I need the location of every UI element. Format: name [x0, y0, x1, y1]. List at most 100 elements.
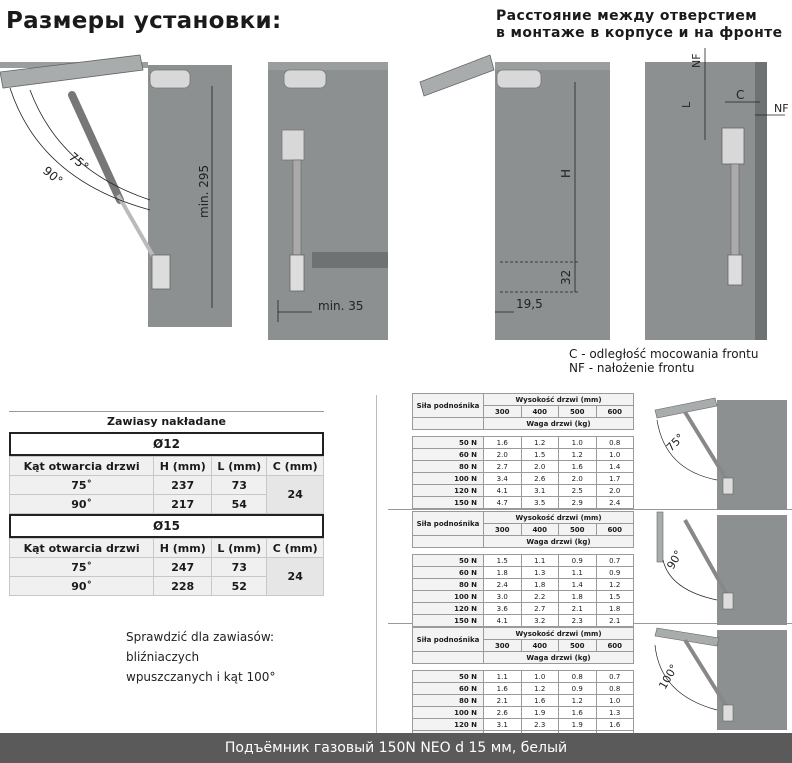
divider	[388, 509, 792, 510]
spacer	[413, 430, 634, 437]
weight-value: 0.9	[595, 566, 634, 579]
thumbnail-90: 90°	[656, 511, 787, 625]
blank-cell	[412, 651, 484, 664]
weight-value: 3.1	[483, 718, 522, 731]
table-row: 90˚ 228 52	[8, 576, 324, 596]
weight-value: 1.2	[595, 578, 634, 591]
height-col: 300	[483, 523, 522, 536]
weight-value: 0.9	[558, 682, 597, 695]
col-c: C (mm)	[266, 538, 324, 558]
page-title: Размеры установки:	[6, 8, 282, 34]
height-col: 500	[558, 639, 597, 652]
force-value: 60 N	[412, 682, 484, 695]
thumbnail-75: 75°	[654, 397, 787, 510]
height-col: 400	[520, 523, 559, 536]
table-row: Waga drzwi (kg)	[412, 651, 634, 664]
weight-value: 1.5	[595, 590, 634, 603]
weight-value: 2.5	[558, 484, 597, 497]
weight-value: 1.8	[483, 566, 522, 579]
col-angle: Kąt otwarcia drzwi	[8, 538, 155, 558]
col-h: H (mm)	[153, 538, 213, 558]
force-header: Siła podnośnika	[412, 627, 484, 652]
col-h: H (mm)	[153, 456, 213, 476]
note-line2: bliźniaczych	[126, 650, 200, 664]
weight-header: Waga drzwi (kg)	[483, 417, 634, 430]
force-value: 120 N	[412, 602, 484, 615]
weight-value: 2.7	[483, 460, 522, 473]
diagram-opening-angles: 90° 75° min. 295	[0, 54, 232, 327]
dim-19-5-label: 19,5	[516, 297, 543, 311]
thumb-angle-75: 75°	[664, 431, 687, 454]
hinge-table-group-12: Kąt otwarcia drzwi H (mm) L (mm) C (mm) …	[8, 456, 324, 514]
cell: 217	[153, 494, 213, 514]
angle-90-label: 90°	[40, 164, 65, 188]
force-value: 120 N	[412, 718, 484, 731]
weight-value: 3.1	[520, 484, 559, 497]
weight-value: 3.2	[520, 614, 559, 627]
blank-cell	[412, 417, 484, 430]
nf-side-label: NF	[774, 102, 789, 115]
spacer	[413, 548, 634, 555]
thumb-angle-90: 90°	[664, 548, 685, 571]
weight-value: 1.3	[520, 566, 559, 579]
weight-value: 1.9	[558, 718, 597, 731]
weight-value: 1.0	[520, 670, 559, 683]
c-label: C	[736, 88, 744, 102]
cell: 52	[211, 576, 268, 596]
divider	[376, 395, 377, 735]
weight-value: 0.9	[558, 554, 597, 567]
height-col: 500	[558, 523, 597, 536]
weight-value: 2.0	[520, 460, 559, 473]
product-caption: Подъёмник газовый 150N NEO d 15 мм, белы…	[0, 733, 792, 763]
blank-cell	[412, 535, 484, 548]
weight-value: 3.4	[483, 472, 522, 485]
height-header: Wysokość drzwi (mm)	[483, 627, 634, 640]
cell: 75˚	[8, 557, 155, 577]
col-l: L (mm)	[211, 456, 268, 476]
col-l: L (mm)	[211, 538, 268, 558]
force-header: Siła podnośnika	[412, 393, 484, 418]
h-label: H	[559, 169, 573, 178]
height-col: 600	[595, 523, 634, 536]
cell: 90˚	[8, 494, 155, 514]
spacer-row	[413, 664, 634, 671]
cell: 228	[153, 576, 213, 596]
weight-value: 1.4	[558, 578, 597, 591]
weight-value: 1.7	[595, 472, 634, 485]
hinge-table-dia-12: Ø12	[9, 432, 324, 456]
table-row: Kąt otwarcia drzwi H (mm) L (mm) C (mm)	[8, 456, 324, 476]
col-angle: Kąt otwarcia drzwi	[8, 456, 155, 476]
weight-value: 4.1	[483, 614, 522, 627]
weight-value: 0.8	[595, 682, 634, 695]
min-35-label: min. 35	[318, 299, 364, 313]
weight-value: 2.4	[483, 578, 522, 591]
hole-distance-title-line2: в монтаже в корпусе и на фронте	[496, 25, 783, 41]
weight-value: 1.6	[558, 460, 597, 473]
weight-header: Waga drzwi (kg)	[483, 651, 634, 664]
weight-value: 1.1	[558, 566, 597, 579]
height-col: 500	[558, 405, 597, 418]
table-row: Kąt otwarcia drzwi H (mm) L (mm) C (mm)	[8, 538, 324, 558]
legend-c: C - odległość mocowania frontu	[569, 347, 759, 361]
table-row: Waga drzwi (kg)	[412, 417, 634, 430]
weight-value: 1.6	[558, 706, 597, 719]
weight-value: 2.0	[595, 484, 634, 497]
hinge-table-group-15: Kąt otwarcia drzwi H (mm) L (mm) C (mm) …	[8, 538, 324, 596]
note-line3: wpuszczanych i kąt 100°	[126, 670, 276, 684]
weight-value: 1.8	[520, 578, 559, 591]
weight-value: 1.0	[595, 448, 634, 461]
force-value: 100 N	[412, 472, 484, 485]
weight-value: 2.1	[595, 614, 634, 627]
